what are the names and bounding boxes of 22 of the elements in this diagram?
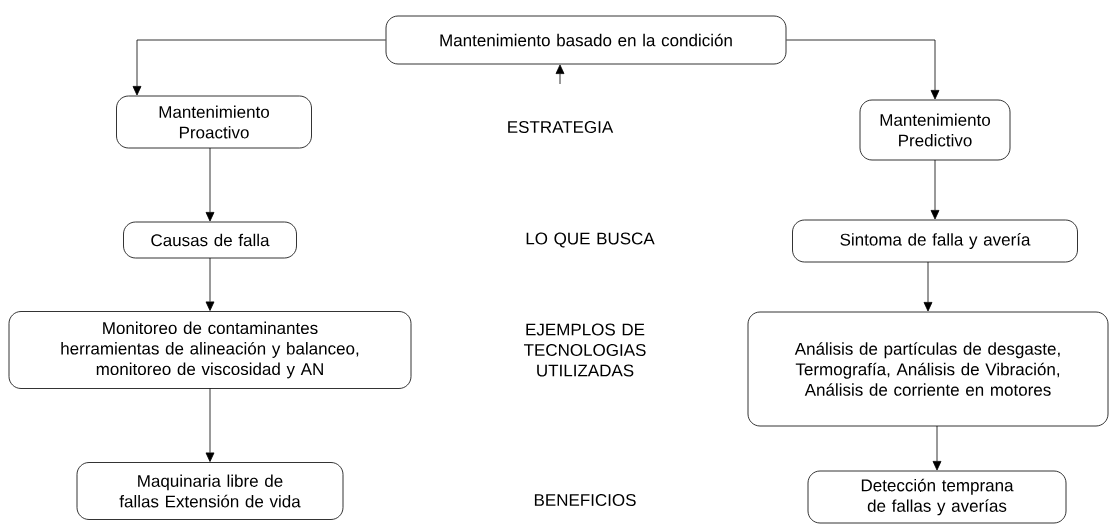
arrow: [923, 261, 933, 312]
process-box: Sintoma de falla y avería: [792, 219, 1078, 263]
arrow: [205, 388, 215, 462]
arrow: [930, 159, 940, 220]
process-box: Análisis de partículas de desgaste, Termografía, Análisis de Vibración, Análisis de corriente en motores: [747, 311, 1109, 427]
process-box: Mantenimiento Proactivo: [116, 95, 312, 149]
arrow: [786, 39, 940, 100]
stage-label: LO QUE BUSCA: [526, 232, 655, 248]
process-box: Causas de falla: [123, 221, 297, 259]
arrow: [205, 257, 215, 311]
arrow: [205, 147, 215, 222]
process-box: Monitoreo de contaminantes herramientas de alineación y balanceo, monitoreo de viscosidad y AN: [8, 311, 412, 389]
process-box: Detección temprana de fallas y averías: [807, 470, 1067, 524]
process-box: Mantenimiento Predictivo: [859, 99, 1011, 161]
arrow: [932, 425, 942, 471]
process-box: Maquinaria libre de fallas Extensión de vida: [76, 462, 344, 520]
process-box: Mantenimiento basado en la condición: [385, 15, 787, 65]
arrow: [555, 64, 565, 85]
stage-label: ESTRATEGIA: [508, 121, 614, 134]
stage-label: BENEFICIOS: [534, 494, 636, 507]
stage-label: EJEMPLOS DE TECNOLOGIAS UTILIZADAS: [524, 323, 646, 377]
arrow: [132, 39, 386, 96]
